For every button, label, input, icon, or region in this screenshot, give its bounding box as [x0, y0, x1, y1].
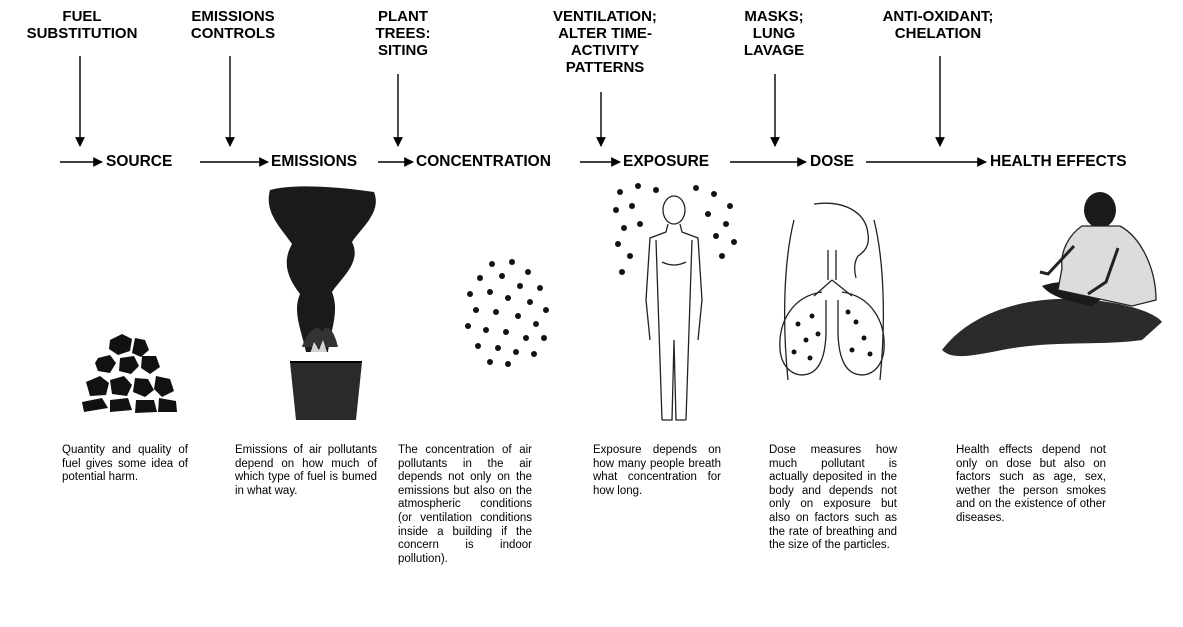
human-figure-illustration — [610, 180, 740, 425]
intervention-emissions-controls: EMISSIONS CONTROLS — [168, 8, 298, 42]
stage-health-effects: HEALTH EFFECTS — [990, 153, 1127, 171]
stage-emissions: EMISSIONS — [271, 153, 357, 171]
intervention-masks: MASKS; LUNG LAVAGE — [736, 8, 812, 59]
particle-cloud-illustration — [462, 258, 552, 368]
intervention-plant-trees: PLANT TREES: SITING — [363, 8, 443, 59]
description-dose: Dose measures how much pollutant is actu… — [769, 444, 897, 553]
description-exposure: Exposure depends on how many people brea… — [593, 444, 721, 498]
stage-concentration: CONCENTRATION — [416, 153, 551, 171]
description-source: Quantity and quality of fuel gives some … — [62, 444, 188, 485]
stage-exposure: EXPOSURE — [623, 153, 709, 171]
intervention-fuel-substitution: FUEL SUBSTITUTION — [8, 8, 156, 42]
intervention-anti-oxidant: ANTI-OXIDANT; CHELATION — [868, 8, 1008, 42]
stage-source: SOURCE — [106, 153, 172, 171]
description-emissions: Emissions of air pollutants depend on ho… — [235, 444, 377, 498]
coal-pile-illustration — [80, 330, 180, 420]
smoke-plume-illustration — [262, 182, 392, 422]
stage-dose: DOSE — [810, 153, 854, 171]
intervention-ventilation: VENTILATION; ALTER TIME- ACTIVITY PATTER… — [543, 8, 667, 76]
sick-person-illustration — [942, 190, 1167, 370]
description-concentration: The concentration of air pollutants in t… — [398, 444, 532, 566]
description-health-effects: Health effects depend not only on dose b… — [956, 444, 1106, 526]
lungs-illustration — [774, 200, 894, 385]
